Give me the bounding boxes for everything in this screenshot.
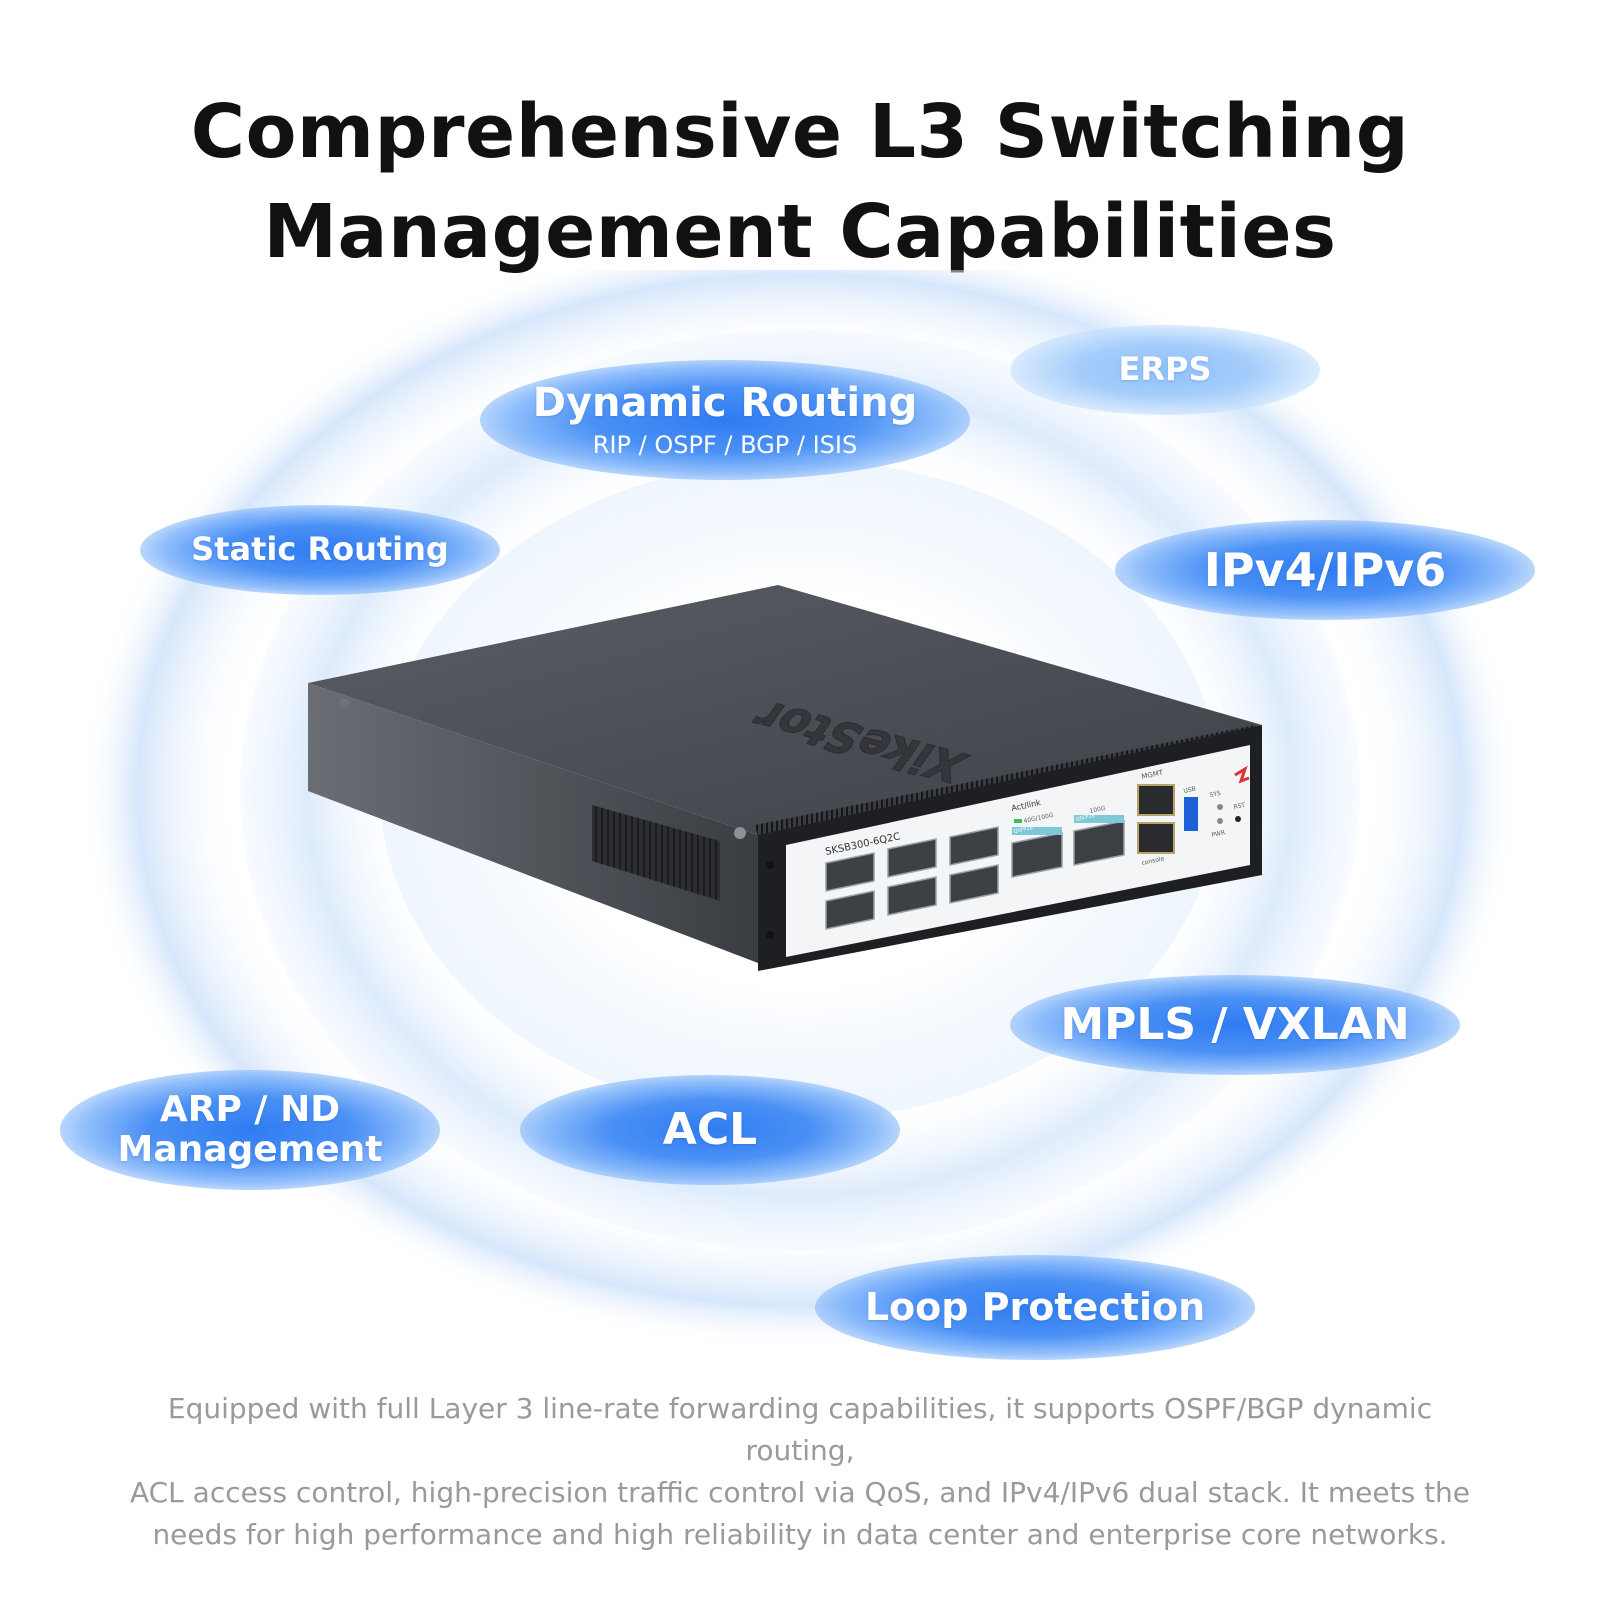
title-line-1: Comprehensive L3 Switching (190, 89, 1410, 175)
arp-nd-line-1: ARP / ND (159, 1089, 341, 1131)
dynamic-routing-label: Dynamic Routing (532, 380, 918, 426)
pwr-label: PWR (1211, 829, 1226, 839)
caption-line-2: ACL access control, high-precision traff… (129, 1476, 1471, 1509)
sys-label: SYS (1209, 790, 1222, 799)
feature-loop-protection: Loop Protection (815, 1255, 1255, 1360)
rst-label: RST (1233, 802, 1246, 811)
network-switch-image: XikeStor SKSB300-6Q2C Act/link 40G/100G … (308, 585, 1262, 971)
feature-dynamic-routing: Dynamic Routing RIP / OSPF / BGP / ISIS (480, 360, 970, 480)
page-title: Comprehensive L3 Switching Management Ca… (0, 82, 1600, 282)
arp-nd-line-2: Management (117, 1129, 383, 1170)
feature-erps: ERPS (1010, 325, 1320, 415)
description-text: Equipped with full Layer 3 line-rate for… (120, 1388, 1480, 1556)
static-routing-label: Static Routing (191, 530, 449, 569)
port-speed-label: 100G (1089, 805, 1107, 815)
mpls-vxlan-label: MPLS / VXLAN (1060, 998, 1410, 1050)
caption-line-1: Equipped with full Layer 3 line-rate for… (167, 1392, 1433, 1467)
usb-label: USB (1183, 786, 1197, 795)
title-line-2: Management Capabilities (263, 189, 1337, 275)
caption-line-3: needs for high performance and high reli… (152, 1518, 1448, 1551)
erps-label: ERPS (1118, 350, 1212, 389)
acl-label: ACL (662, 1103, 758, 1155)
loop-protection-label: Loop Protection (864, 1284, 1206, 1329)
console-label: console (1141, 855, 1165, 867)
feature-static-routing: Static Routing (140, 505, 500, 595)
qsfp-label-2: QSFP28 (1075, 813, 1095, 823)
feature-arp-nd: ARP / ND Management (60, 1070, 440, 1190)
dynamic-routing-protocols: RIP / OSPF / BGP / ISIS (592, 431, 858, 459)
ipv4-ipv6-label: IPv4/IPv6 (1203, 542, 1447, 597)
feature-mpls-vxlan: MPLS / VXLAN (1010, 975, 1460, 1075)
feature-ipv4-ipv6: IPv4/IPv6 (1115, 520, 1535, 620)
feature-acl: ACL (520, 1075, 900, 1185)
qsfp-label-1: QSFP28 (1013, 825, 1033, 835)
